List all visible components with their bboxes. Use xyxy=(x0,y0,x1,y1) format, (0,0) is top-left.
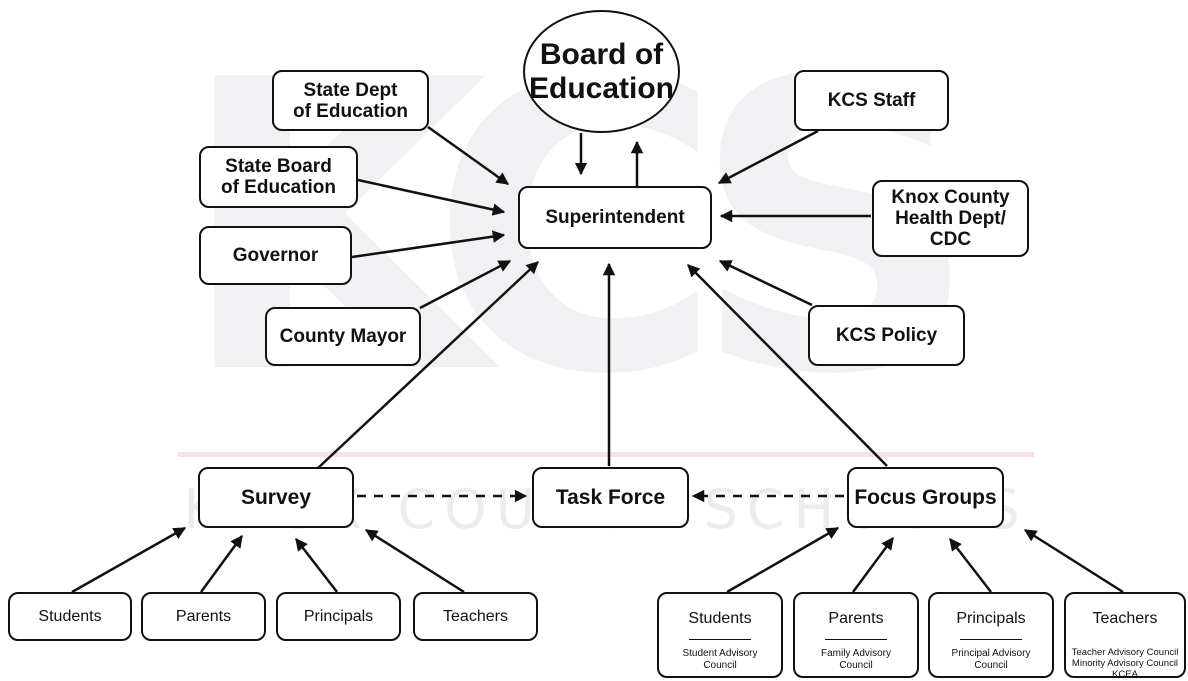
watermark-bar xyxy=(178,452,1034,457)
task-force-node: Task Force xyxy=(532,467,689,528)
arrow-state-dept-to-superintendent xyxy=(427,125,510,186)
superintendent-node: Superintendent xyxy=(518,186,712,249)
arrow-county-mayor-to-superintendent xyxy=(419,259,512,310)
knox-county-health-dept-node: Knox County Health Dept/ CDC xyxy=(872,180,1029,257)
arrow-focus-teachers xyxy=(1023,528,1124,594)
survey-input-parents: Parents xyxy=(141,592,266,641)
arrow-survey-teachers xyxy=(364,528,465,594)
governor-node: Governor xyxy=(199,226,352,285)
arrow-focus-parents xyxy=(851,536,895,593)
focus-input-label: Teachers xyxy=(1092,610,1158,627)
kcs-policy-node: KCS Policy xyxy=(808,305,965,366)
divider xyxy=(960,639,1022,640)
focus-groups-node: Focus Groups xyxy=(847,467,1004,528)
focus-input-label: Students xyxy=(688,610,752,627)
arrow-governor-to-superintendent xyxy=(351,230,506,259)
state-board-of-education-node: State Board of Education xyxy=(199,146,358,208)
survey-input-teachers: Teachers xyxy=(413,592,538,641)
focus-input-note: Principal Advisory Council xyxy=(951,648,1031,671)
arrow-state-board-to-superintendent xyxy=(357,178,506,216)
focus-input-teachers: Teachers Teacher Advisory Council Minori… xyxy=(1064,592,1186,680)
focus-input-label: Principals xyxy=(956,610,1026,627)
focus-input-note: Family Advisory Council xyxy=(820,648,891,671)
kcs-staff-node: KCS Staff xyxy=(794,70,949,131)
survey-node: Survey xyxy=(198,467,354,528)
arrow-survey-students xyxy=(71,526,187,594)
arrow-focus-students xyxy=(726,526,840,594)
focus-input-students: Students Student Advisory Council xyxy=(657,592,783,678)
focus-input-label: Parents xyxy=(828,610,884,627)
survey-input-principals: Principals xyxy=(276,592,401,641)
arrow-kcs-staff-to-superintendent xyxy=(717,129,819,185)
arrow-survey-principals xyxy=(295,538,338,593)
focus-input-principals: Principals Principal Advisory Council xyxy=(928,592,1054,678)
state-dept-of-education-node: State Dept of Education xyxy=(272,70,429,131)
arrow-kcs-policy-to-superintendent xyxy=(718,259,813,307)
board-of-education-node: Board of Education xyxy=(523,10,680,133)
county-mayor-node: County Mayor xyxy=(265,307,421,366)
arrow-survey-to-superintendent xyxy=(317,261,539,469)
focus-input-note: Student Advisory Council xyxy=(682,648,758,671)
survey-input-students: Students xyxy=(8,592,132,641)
focus-input-parents: Parents Family Advisory Council xyxy=(793,592,919,678)
arrow-focus-groups-to-superintendent xyxy=(687,264,888,467)
divider xyxy=(825,639,887,640)
focus-input-note: Teacher Advisory Council Minority Adviso… xyxy=(1071,647,1179,680)
arrow-focus-principals xyxy=(949,538,992,593)
divider xyxy=(689,639,751,640)
arrow-survey-parents xyxy=(199,534,244,593)
